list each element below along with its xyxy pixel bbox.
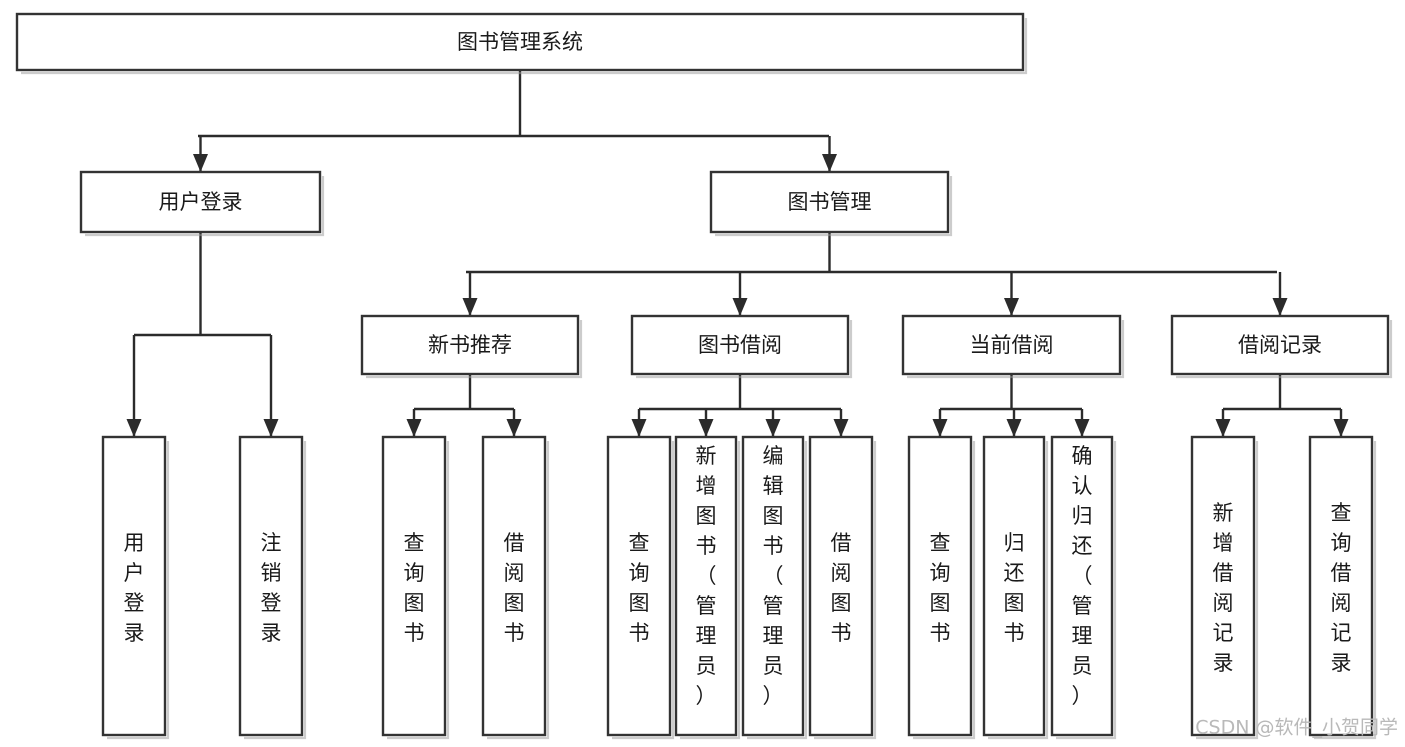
- node-leaf-current-query[interactable]: 查询图书: [907, 435, 976, 740]
- node-leaf-current-return[interactable]: 归还图书: [982, 435, 1049, 740]
- node-shadow: [636, 320, 853, 379]
- node-box[interactable]: [907, 435, 973, 737]
- node-box[interactable]: [1170, 314, 1390, 376]
- node-box[interactable]: [481, 435, 547, 737]
- node-shadow: [680, 441, 741, 740]
- node-box[interactable]: [741, 435, 805, 737]
- node-leaf-user-logout[interactable]: 注销登录: [238, 435, 307, 740]
- node-box[interactable]: [606, 435, 672, 737]
- node-label: 归还图书: [1004, 531, 1025, 645]
- node-root[interactable]: 图书管理系统: [15, 12, 1028, 75]
- node-leaf-current-confirm[interactable]: 确认归还（管理员）: [1050, 435, 1117, 740]
- node-shadow: [1314, 441, 1377, 740]
- node-box[interactable]: [1308, 435, 1374, 737]
- node-label: 查询图书: [404, 531, 425, 645]
- node-label: 图书借阅: [698, 333, 782, 357]
- node-label: 图书管理: [788, 190, 872, 214]
- node-label: 注销登录: [261, 531, 282, 645]
- node-shadow: [1196, 441, 1259, 740]
- nodes-layer: 图书管理系统用户登录图书管理新书推荐图书借阅当前借阅借阅记录用户登录注销登录查询…: [15, 12, 1393, 740]
- node-shadow: [612, 441, 675, 740]
- node-shadow: [814, 441, 877, 740]
- node-shadow: [244, 441, 307, 740]
- node-label: 确认归还（管理员）: [1072, 444, 1093, 708]
- node-box[interactable]: [808, 435, 874, 737]
- node-box[interactable]: [381, 435, 447, 737]
- node-borrow[interactable]: 图书借阅: [630, 314, 853, 379]
- node-shadow: [913, 441, 976, 740]
- node-current[interactable]: 当前借阅: [901, 314, 1125, 379]
- node-label: 新增借阅记录: [1213, 501, 1234, 675]
- node-label: 新书推荐: [428, 333, 512, 357]
- node-shadow: [988, 441, 1049, 740]
- node-shadow: [387, 441, 450, 740]
- node-label: 新增图书（管理员）: [696, 444, 717, 708]
- node-box[interactable]: [982, 435, 1046, 737]
- node-box[interactable]: [630, 314, 850, 376]
- node-leaf-borrow-lend[interactable]: 借阅图书: [808, 435, 877, 740]
- node-shadow: [1056, 441, 1117, 740]
- node-leaf-borrow-query[interactable]: 查询图书: [606, 435, 675, 740]
- node-box[interactable]: [1050, 435, 1114, 737]
- node-shadow: [21, 18, 1028, 75]
- node-label: 借阅图书: [831, 531, 852, 645]
- node-box[interactable]: [15, 12, 1025, 72]
- node-label: 借阅图书: [504, 531, 525, 645]
- node-label: 用户登录: [124, 531, 145, 645]
- node-leaf-user-login[interactable]: 用户登录: [101, 435, 170, 740]
- node-label: 图书管理系统: [457, 30, 583, 54]
- node-box[interactable]: [674, 435, 738, 737]
- node-shadow: [715, 176, 953, 237]
- node-leaf-record-add[interactable]: 新增借阅记录: [1190, 435, 1259, 740]
- node-box[interactable]: [901, 314, 1122, 376]
- node-shadow: [747, 441, 808, 740]
- node-shadow: [1176, 320, 1393, 379]
- node-leaf-new-query[interactable]: 查询图书: [381, 435, 450, 740]
- node-box[interactable]: [709, 170, 950, 234]
- node-shadow: [907, 320, 1125, 379]
- node-label: 查询借阅记录: [1331, 501, 1352, 675]
- node-label: 用户登录: [159, 190, 243, 214]
- node-box[interactable]: [238, 435, 304, 737]
- node-label: 借阅记录: [1238, 333, 1322, 357]
- node-box[interactable]: [1190, 435, 1256, 737]
- node-bookmgmt[interactable]: 图书管理: [709, 170, 953, 237]
- node-label: 查询图书: [930, 531, 951, 645]
- node-box[interactable]: [360, 314, 580, 376]
- node-leaf-new-borrow[interactable]: 借阅图书: [481, 435, 550, 740]
- edges-layer: [126, 70, 1349, 437]
- node-leaf-borrow-edit[interactable]: 编辑图书（管理员）: [741, 435, 808, 740]
- node-label: 编辑图书（管理员）: [763, 444, 784, 708]
- node-shadow: [107, 441, 170, 740]
- node-record[interactable]: 借阅记录: [1170, 314, 1393, 379]
- node-box[interactable]: [101, 435, 167, 737]
- node-label: 查询图书: [629, 531, 650, 645]
- node-shadow: [85, 176, 325, 237]
- node-box[interactable]: [79, 170, 322, 234]
- node-leaf-borrow-add[interactable]: 新增图书（管理员）: [674, 435, 741, 740]
- node-shadow: [366, 320, 583, 379]
- node-shadow: [487, 441, 550, 740]
- node-leaf-record-query[interactable]: 查询借阅记录: [1308, 435, 1377, 740]
- watermark-label: CSDN @软件_小贺同学: [1195, 717, 1398, 739]
- node-login[interactable]: 用户登录: [79, 170, 325, 237]
- node-newbook[interactable]: 新书推荐: [360, 314, 583, 379]
- node-label: 当前借阅: [970, 333, 1054, 357]
